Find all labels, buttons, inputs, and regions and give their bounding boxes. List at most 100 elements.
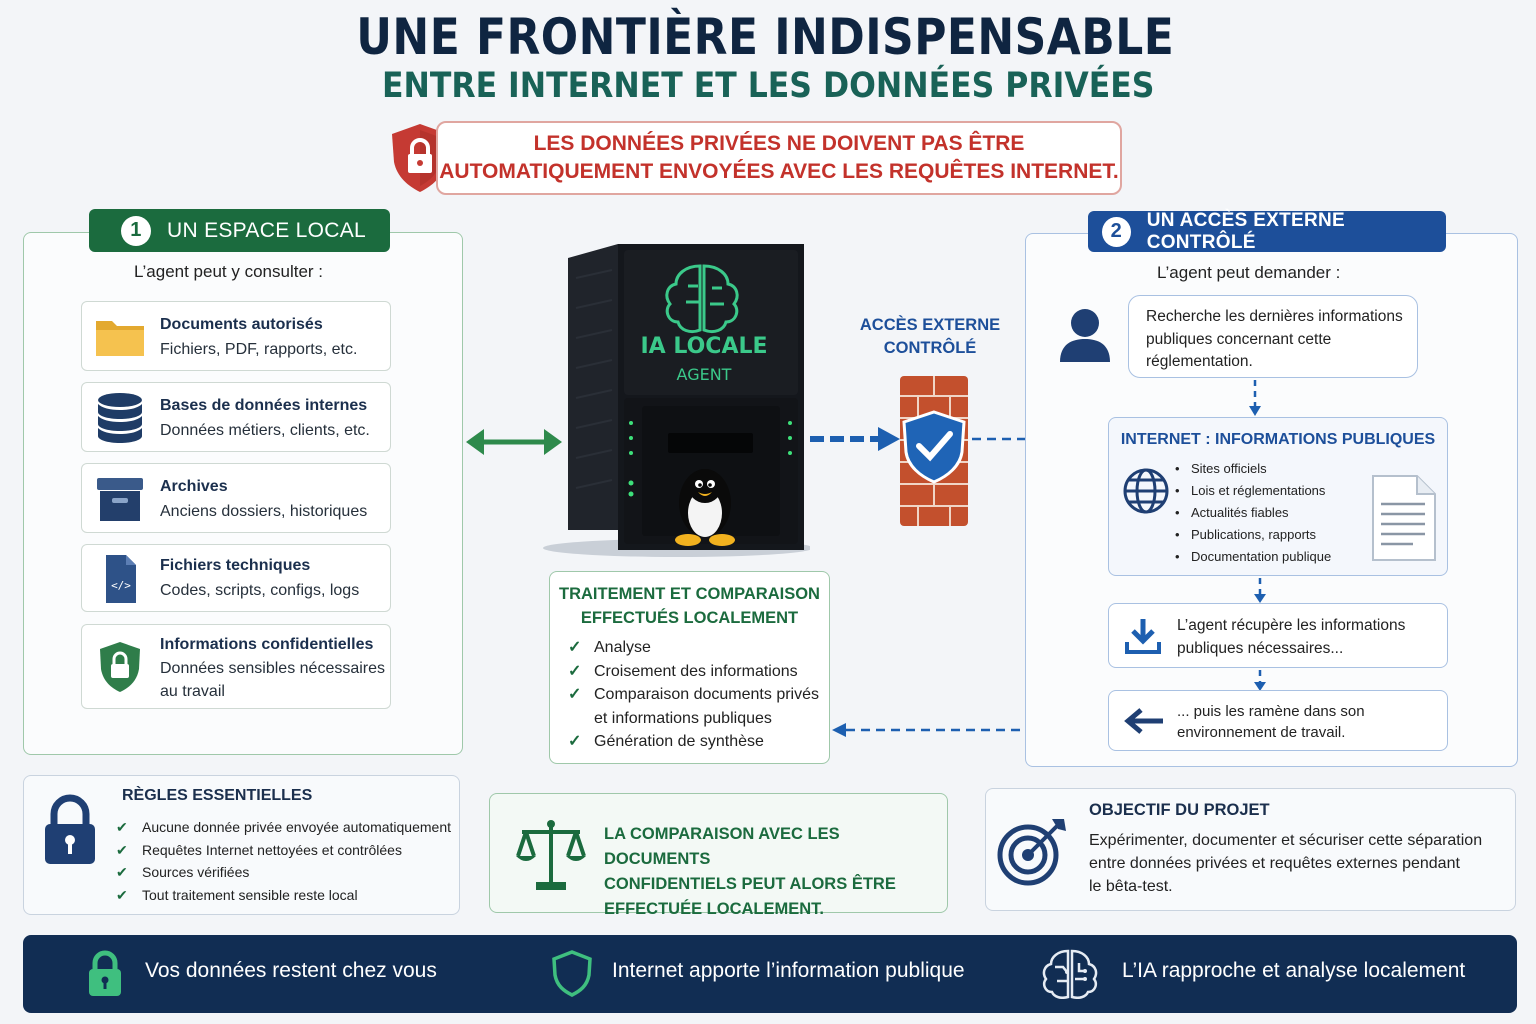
internet-item: •Actualités fiables xyxy=(1175,505,1289,520)
folder-icon xyxy=(96,321,144,356)
dashed-arrow-out-icon xyxy=(810,427,900,451)
bubble-line: Recherche les dernières informations xyxy=(1146,308,1403,325)
brain-outline xyxy=(665,264,739,334)
objective-line: Expérimenter, documenter et sécuriser ce… xyxy=(1089,832,1483,849)
retrieve-line: publiques nécessaires... xyxy=(1177,640,1344,657)
bring-back-line: environnement de travail. xyxy=(1177,724,1346,741)
check-circle-icon: ✔ xyxy=(116,841,128,858)
item-title: Archives xyxy=(160,478,228,495)
bubble-line: publiques concernant cette xyxy=(1146,330,1332,348)
item-title: Informations confidentielles xyxy=(160,636,374,653)
list-item-confidential: Informations confidentielles Données sen… xyxy=(81,624,391,709)
dashed-arrow-back-icon xyxy=(832,723,1110,737)
external-access-title: UN ACCÈS EXTERNE CONTRÔLÉ xyxy=(1146,209,1346,253)
firewall-label-2: CONTRÔLÉ xyxy=(883,339,977,357)
firewall-icon xyxy=(900,376,968,526)
internet-item: •Documentation publique xyxy=(1175,549,1332,564)
rules-title: RÈGLES ESSENTIELLES xyxy=(122,787,313,804)
request-bubble: Recherche les dernières informations pub… xyxy=(1128,295,1418,378)
objective-box: OBJECTIF DU PROJET Expérimenter, documen… xyxy=(985,788,1516,911)
checkmark-icon: ✓ xyxy=(568,662,582,680)
shield-lock-icon xyxy=(100,642,140,692)
local-space-header: 1 UN ESPACE LOCAL xyxy=(89,209,390,252)
dashed-arrow-down-icon xyxy=(1254,578,1266,603)
item-desc: Données métiers, clients, etc. xyxy=(160,422,370,439)
comparison-line: EFFECTUÉE LOCALEMENT. xyxy=(604,900,825,918)
scales-icon xyxy=(516,820,586,890)
item-desc: Codes, scripts, configs, logs xyxy=(160,582,360,599)
rule-item: ✔Requêtes Internet nettoyées et contrôlé… xyxy=(116,839,451,862)
bubble-line: réglementation. xyxy=(1146,353,1253,370)
warning-box: LES DONNÉES PRIVÉES NE DOIVENT PAS ÊTRE … xyxy=(436,121,1122,195)
footer-item-1: Vos données restent chez vous xyxy=(145,959,437,982)
processing-item: ✓Génération de synthèse xyxy=(568,730,819,754)
footer-item-3: L’IA rapproche et analyse localement xyxy=(1122,959,1466,982)
firewall-label: ACCÈS EXTERNE CONTRÔLÉ xyxy=(846,314,1014,360)
item-desc-line: Données sensibles nécessaires xyxy=(160,660,386,677)
page-subtitle: ENTRE INTERNET ET LES DONNÉES PRIVÉES xyxy=(381,66,1155,106)
firewall-label-1: ACCÈS EXTERNE xyxy=(859,316,1001,334)
checkmark-icon: ✓ xyxy=(568,639,582,656)
comparison-line: CONFIDENTIELS PEUT ALORS ÊTRE xyxy=(604,875,896,893)
rules-box: RÈGLES ESSENTIELLES ✔Aucune donnée privé… xyxy=(23,775,460,915)
dashed-arrow-down-icon xyxy=(1254,670,1266,691)
retrieve-line: L’agent récupère les informations xyxy=(1177,617,1406,634)
item-desc-line: au travail xyxy=(160,683,225,700)
warning-line-2: AUTOMATIQUEMENT ENVOYÉES AVEC LES REQUÊT… xyxy=(439,160,1119,183)
rule-item: ✔Tout traitement sensible reste local xyxy=(116,884,451,907)
processing-item-continued: et informations publiques xyxy=(594,709,772,727)
arrow-left-icon xyxy=(1124,708,1163,734)
double-arrow-icon xyxy=(466,429,562,455)
check-circle-icon: ✔ xyxy=(116,864,128,881)
database-icon xyxy=(98,393,142,443)
check-circle-icon: ✔ xyxy=(116,819,128,835)
svg-text:</>: </> xyxy=(111,579,131,592)
footer-banner: Vos données restent chez vous Internet a… xyxy=(23,935,1517,1013)
item-desc: Fichiers, PDF, rapports, etc. xyxy=(160,341,358,358)
brain-circuit-icon xyxy=(1042,949,1098,999)
processing-item: ✓Croisement des informations xyxy=(568,660,819,684)
warning-line-1: LES DONNÉES PRIVÉES NE DOIVENT PAS ÊTRE xyxy=(533,132,1025,155)
comparison-box: LA COMPARAISON AVEC LES DOCUMENTS CONFID… xyxy=(489,793,948,918)
internet-item: •Publications, rapports xyxy=(1175,527,1317,542)
footer-item-2: Internet apporte l’information publique xyxy=(612,959,965,982)
padlock-icon xyxy=(45,794,95,864)
padlock-icon xyxy=(89,950,121,996)
processing-item: ✓Analyse xyxy=(568,636,819,660)
server-label: IA LOCALE xyxy=(640,334,767,359)
globe-icon xyxy=(1123,468,1169,514)
page-title: UNE FRONTIÈRE INDISPENSABLE xyxy=(356,8,1175,66)
processing-title-1: TRAITEMENT ET COMPARAISON xyxy=(559,585,820,603)
bring-back-line: ... puis les ramène dans son xyxy=(1177,703,1365,720)
user-icon xyxy=(1060,309,1110,362)
list-item-databases: Bases de données internes Données métier… xyxy=(81,382,391,452)
archive-box-icon xyxy=(97,478,143,521)
download-icon xyxy=(1125,619,1161,654)
internet-box: INTERNET : INFORMATIONS PUBLIQUES •Sites… xyxy=(1108,417,1448,576)
step-number-1: 1 xyxy=(121,215,151,246)
internet-item: •Sites officiels xyxy=(1175,461,1267,476)
item-desc: Anciens dossiers, historiques xyxy=(160,503,368,520)
document-icon xyxy=(1372,475,1436,561)
objective-line: entre données privées et requêtes extern… xyxy=(1089,855,1460,872)
bring-back-box: ... puis les ramène dans son environneme… xyxy=(1108,690,1448,751)
rule-item: ✔Aucune donnée privée envoyée automatiqu… xyxy=(116,816,451,839)
check-circle-icon: ✔ xyxy=(116,886,128,903)
objective-title: OBJECTIF DU PROJET xyxy=(1089,801,1270,819)
item-desc: Données sensibles nécessaires au travail xyxy=(160,657,385,703)
checkmark-icon: ✓ xyxy=(568,733,582,750)
external-intro: L’agent peut demander : xyxy=(1157,263,1341,282)
list-item-documents: Documents autorisés Fichiers, PDF, rappo… xyxy=(81,301,391,371)
server-tower-icon: IA LOCALE AGENT xyxy=(543,244,810,557)
item-title: Bases de données internes xyxy=(160,397,368,414)
internet-title: INTERNET : INFORMATIONS PUBLIQUES xyxy=(1120,431,1436,448)
local-intro: L’agent peut y consulter : xyxy=(134,262,324,281)
dashed-arrow-down-icon xyxy=(1249,380,1261,416)
target-icon xyxy=(997,819,1066,886)
list-item-technical-files: </> Fichiers techniques Codes, scripts, … xyxy=(81,544,391,612)
processing-item: ✓Comparaison documents privés xyxy=(568,683,819,707)
checkmark-icon: ✓ xyxy=(568,686,582,703)
local-space-title: UN ESPACE LOCAL xyxy=(167,218,367,242)
penguin-icon xyxy=(675,469,735,546)
step-number-2: 2 xyxy=(1102,216,1131,247)
